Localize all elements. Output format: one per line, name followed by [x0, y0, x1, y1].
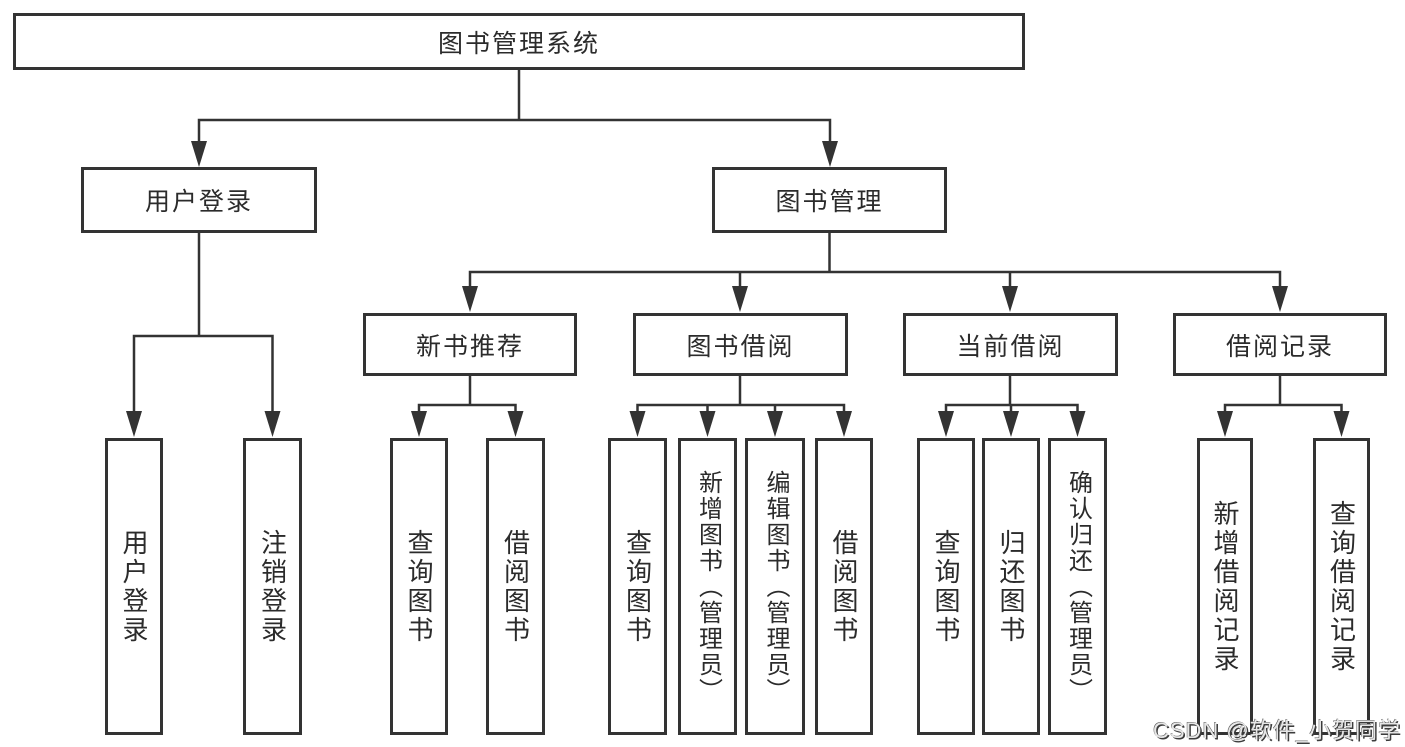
leaf-return-book-label: 归还图书 [996, 528, 1026, 645]
leaf-query-borrow-record: 查询借阅记录 [1313, 438, 1370, 735]
leaf-query-books-2-label: 查询图书 [622, 528, 653, 645]
leaf-query-borrow-record-label: 查询借阅记录 [1326, 499, 1357, 674]
leaf-query-books-1: 查询图书 [390, 438, 448, 735]
leaf-borrow-books-2: 借阅图书 [815, 438, 873, 735]
leaf-borrow-books-1: 借阅图书 [486, 438, 545, 735]
leaf-query-books-1-label: 查询图书 [404, 528, 434, 645]
csdn-watermark: CSDN @软件_小贺同学 [1152, 718, 1401, 743]
leaf-query-books-3: 查询图书 [917, 438, 975, 735]
leaf-user-login: 用户登录 [105, 438, 163, 735]
leaf-borrow-books-2-label: 借阅图书 [829, 528, 859, 645]
leaf-edit-book-admin-label: 编辑图书（管理员） [762, 469, 789, 704]
leaf-add-book-admin-label: 新增图书（管理员） [694, 469, 722, 704]
node-book-management: 图书管理 [712, 167, 947, 233]
node-book-management-label: 图书管理 [775, 188, 884, 216]
leaf-add-borrow-record: 新增借阅记录 [1197, 438, 1253, 735]
node-root-system: 图书管理系统 [13, 13, 1025, 70]
node-current-borrowing: 当前借阅 [903, 313, 1118, 376]
node-current-borrowing-label: 当前借阅 [956, 332, 1065, 361]
node-borrow-records: 借阅记录 [1173, 313, 1387, 376]
node-root-label: 图书管理系统 [437, 29, 600, 58]
node-borrow-records-label: 借阅记录 [1225, 332, 1334, 361]
leaf-add-borrow-record-label: 新增借阅记录 [1210, 499, 1240, 674]
leaf-confirm-return-admin: 确认归还（管理员） [1048, 438, 1107, 735]
leaf-confirm-return-admin-label: 确认归还（管理员） [1064, 469, 1092, 704]
node-user-login-label: 用户登录 [144, 188, 253, 216]
leaf-add-book-admin: 新增图书（管理员） [678, 438, 737, 735]
leaf-query-books-3-label: 查询图书 [931, 528, 961, 645]
leaf-logout-label: 注销登录 [257, 528, 288, 645]
leaf-return-book: 归还图书 [982, 438, 1040, 735]
leaf-user-login-label: 用户登录 [119, 528, 149, 645]
leaf-logout: 注销登录 [243, 438, 302, 735]
node-user-login: 用户登录 [81, 167, 317, 233]
leaf-borrow-books-1-label: 借阅图书 [500, 528, 531, 645]
node-new-book-recommend: 新书推荐 [363, 313, 577, 376]
arrowheads [126, 141, 1350, 437]
node-book-borrowing: 图书借阅 [633, 313, 848, 376]
node-book-borrowing-label: 图书借阅 [686, 332, 795, 361]
leaf-edit-book-admin: 编辑图书（管理员） [745, 438, 805, 735]
node-new-book-recommend-label: 新书推荐 [415, 332, 524, 361]
leaf-query-books-2: 查询图书 [608, 438, 667, 735]
